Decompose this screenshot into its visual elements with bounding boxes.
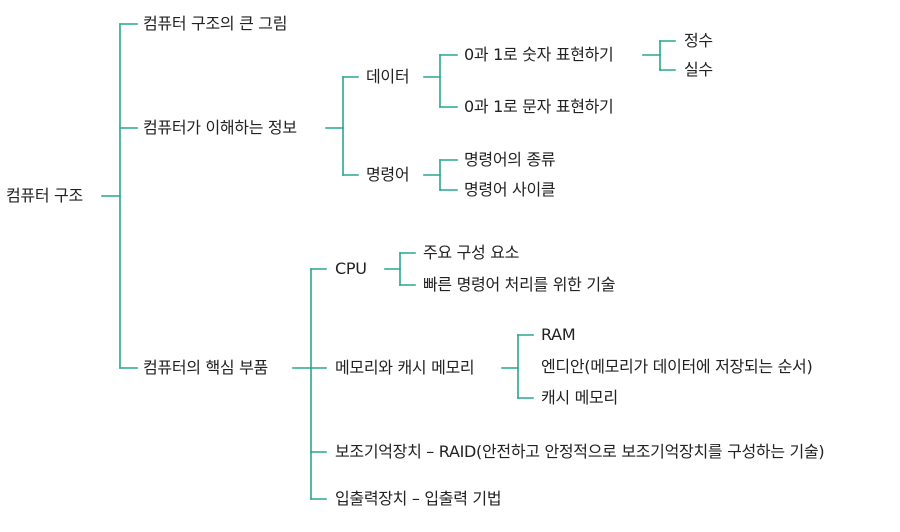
node-info: 컴퓨터가 이해하는 정보 bbox=[143, 118, 297, 137]
node-real: 실수 bbox=[684, 60, 713, 79]
node-data: 데이터 bbox=[366, 67, 410, 86]
node-endian: 엔디안(메모리가 데이터에 저장되는 순서) bbox=[541, 357, 813, 376]
node-memory: 메모리와 캐시 메모리 bbox=[335, 358, 475, 377]
node-io: 입출력장치 – 입출력 기법 bbox=[335, 489, 502, 508]
root-node: 컴퓨터 구조 bbox=[6, 186, 83, 205]
node-cpu-fast-exec: 빠른 명령어 처리를 위한 기술 bbox=[423, 275, 616, 294]
node-numbers: 0과 1로 숫자 표현하기 bbox=[464, 45, 614, 64]
node-cache: 캐시 메모리 bbox=[541, 388, 618, 407]
node-instruction-cycle: 명령어 사이클 bbox=[464, 180, 556, 199]
node-big-picture: 컴퓨터 구조의 큰 그림 bbox=[143, 14, 288, 33]
node-cpu-components: 주요 구성 요소 bbox=[423, 243, 520, 262]
node-core-parts: 컴퓨터의 핵심 부품 bbox=[143, 358, 268, 377]
node-characters: 0과 1로 문자 표현하기 bbox=[464, 97, 614, 116]
node-instruction-types: 명령어의 종류 bbox=[464, 150, 556, 169]
node-ram: RAM bbox=[541, 325, 576, 344]
node-instruction: 명령어 bbox=[366, 165, 410, 184]
node-cpu: CPU bbox=[335, 259, 367, 278]
node-integer: 정수 bbox=[684, 31, 713, 50]
node-storage: 보조기억장치 – RAID(안전하고 안정적으로 보조기억장치를 구성하는 기술… bbox=[335, 442, 825, 461]
